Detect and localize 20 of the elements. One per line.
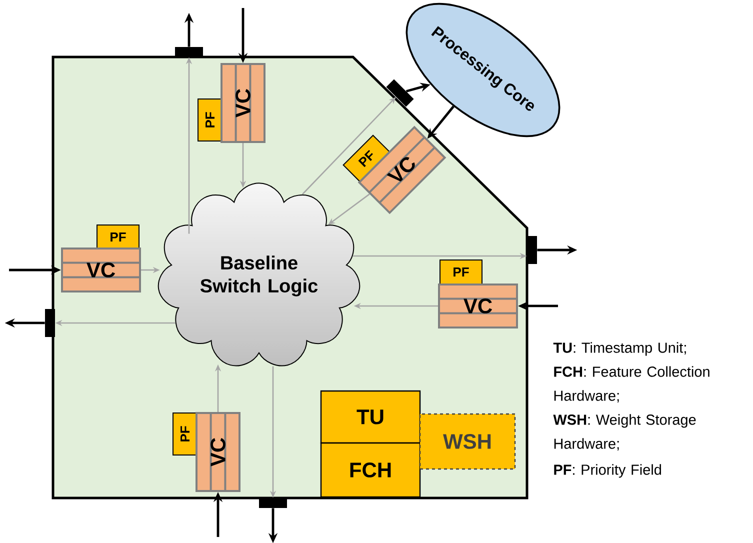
port-bar	[527, 236, 537, 264]
port-bar	[259, 498, 287, 508]
vc-buffer: VC	[61, 248, 141, 292]
vc-buffer: VC	[438, 284, 518, 328]
tu-box: TU	[320, 390, 421, 444]
priority-field: PF	[198, 98, 222, 142]
key-text: WSH: Weight Storage Hardware;	[553, 414, 696, 451]
port-bar	[386, 79, 414, 107]
key-text: FCH: Feature Collection Hardware;	[554, 366, 710, 403]
priority-field: PF	[172, 412, 198, 456]
key-text: PF: Priority Field	[554, 464, 662, 478]
key-text: TU: Timestamp Unit;	[553, 342, 686, 356]
priority-field: PF	[440, 260, 482, 284]
wsh-box: WSH	[419, 413, 516, 470]
port-bar	[45, 308, 55, 337]
vc-buffer: VC	[220, 63, 266, 143]
priority-field: PF	[96, 224, 140, 250]
fch-box: FCH	[320, 442, 421, 498]
vc-buffer: VC	[196, 412, 240, 492]
port-bar	[175, 47, 203, 57]
